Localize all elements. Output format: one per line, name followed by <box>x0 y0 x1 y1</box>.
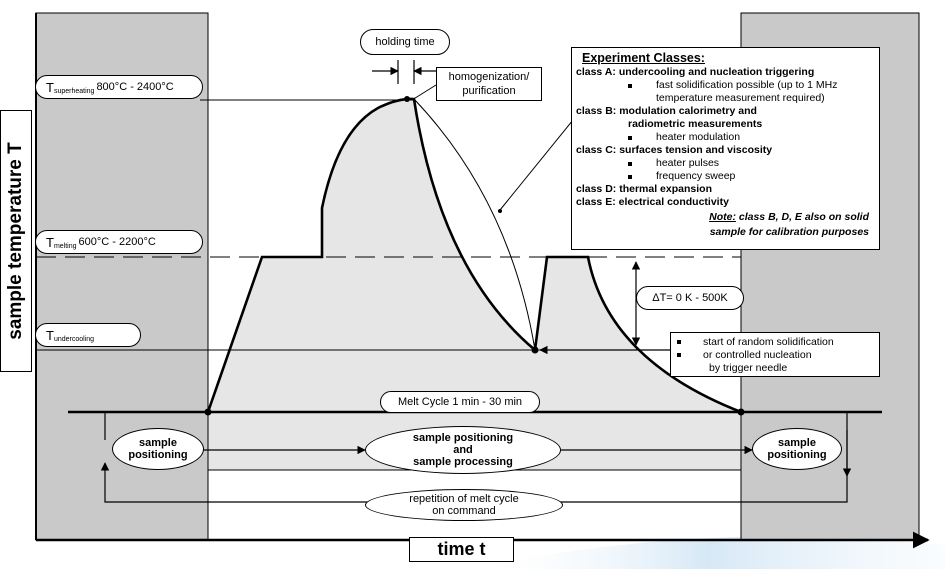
melt-cycle-label: Melt Cycle 1 min - 30 min <box>380 391 540 413</box>
undercooling-point <box>531 346 539 354</box>
y-axis-label: sample temperature T <box>0 110 32 372</box>
start-point <box>204 408 212 416</box>
background-swoosh <box>470 536 945 569</box>
cycle-bracket-curve <box>413 98 536 351</box>
homogenization-pointer <box>411 84 437 101</box>
x-axis-label: time t <box>409 537 514 562</box>
homogenization-label: homogenization/ purification <box>436 67 542 101</box>
classes-pointer-dot <box>498 209 502 213</box>
solidification-box: start of random solidification or contro… <box>670 332 880 377</box>
peak-point <box>404 96 410 102</box>
delta-t-label: ΔT= 0 K - 500K <box>636 286 744 310</box>
classes-pointer <box>499 119 574 211</box>
curve-fill-area <box>208 98 741 470</box>
end-point <box>737 408 745 416</box>
temperature-curve <box>206 97 742 414</box>
holding-time-label: holding time <box>360 29 450 55</box>
experiment-classes-box: Experiment Classes: class A: undercoolin… <box>571 47 880 250</box>
